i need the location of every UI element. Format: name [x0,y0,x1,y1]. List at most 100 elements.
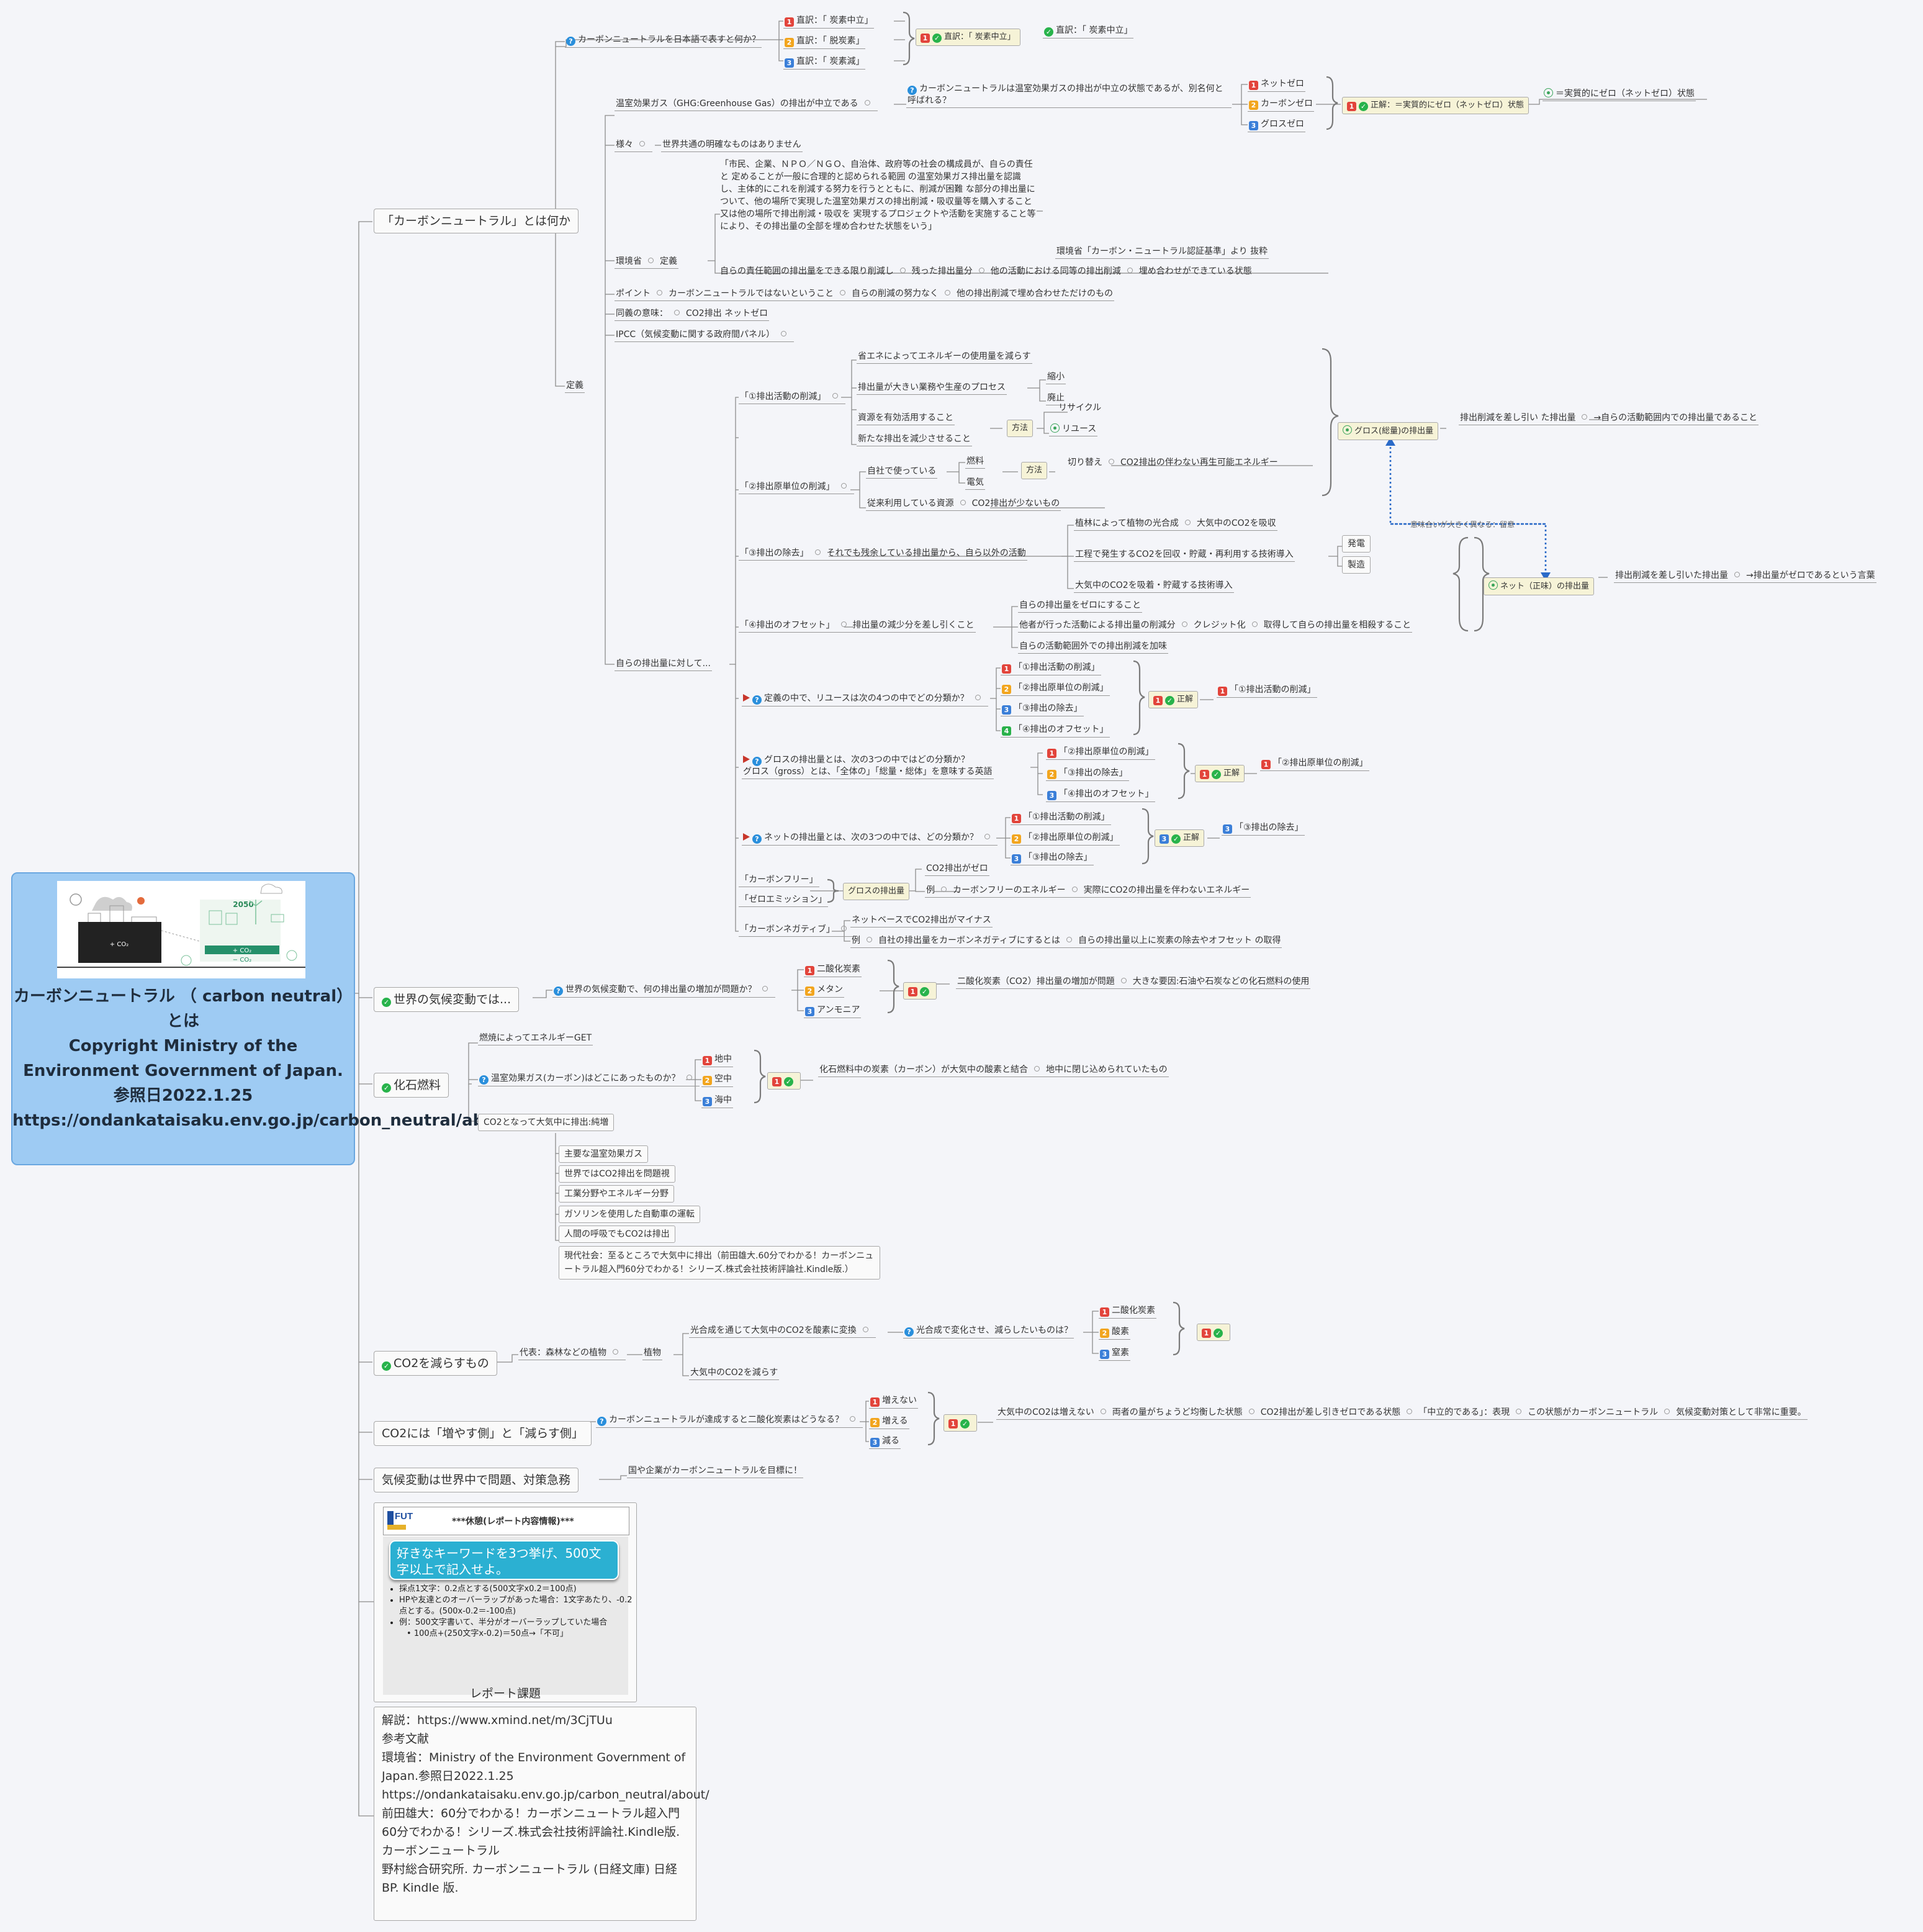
quiz-2[interactable]: ?グロスの排出量とは、次の3つの中ではどの分類か？ グロス（gross）とは、「… [742,754,994,779]
manufacture-node[interactable]: 製造 [1342,556,1371,574]
method-1b[interactable]: 排出量が大きい業務や生産のプロセス [857,382,1007,395]
q-other-name[interactable]: ?カーボンニュートラルは温室効果ガスの排出が中立の状態であるが、別名何と呼ばれる… [906,83,1232,108]
method-2[interactable]: 「②排出原単位の削減」 [739,481,854,494]
world-answer[interactable]: 二酸化炭素（CO2）排出量の増加が問題大きな要因:石油や石炭などの化石燃料の使用 [956,976,1311,989]
method-4b3[interactable]: 自らの活動範囲外での排出削減を加味 [1018,641,1168,654]
various-node[interactable]: 様々 [615,139,652,152]
branch-urgent[interactable]: 気候変動は世界中で問題、対策急務 [374,1468,579,1492]
collapse-dot[interactable] [867,937,872,942]
fossil-answer[interactable]: 化石燃料中の炭素（カーボン）が大気中の酸素と結合地中に閉じ込められていたもの [818,1064,1169,1077]
branch-what-is[interactable]: 「カーボンニュートラル」とは何か [374,209,579,233]
report-card[interactable]: FUT ***休憩(レポート内容情報)*** 好きなキーワードを3つ挙げ、500… [374,1502,637,1702]
negative-1[interactable]: ネットベースでCO2排出がマイナス [850,914,993,928]
example-node[interactable]: 例カーボンフリーのエネルギー実際にCO2の排出量を伴わないエネルギー [925,885,1251,898]
collapse-dot[interactable] [1248,1409,1254,1414]
answer-box[interactable]: 1✓正解：＝実質的にゼロ（ネットゼロ）状態 [1342,97,1529,114]
quiz-2-option-3[interactable]: 3「④排出のオフセット」 [1046,788,1155,802]
collapse-dot[interactable] [899,268,906,273]
collapse-dot[interactable] [864,100,870,106]
method-1c[interactable]: 資源を有効活用すること [857,412,955,425]
collapse-dot[interactable] [832,393,838,399]
definition-node[interactable]: 定義 [565,380,585,393]
quiz-2-option-2[interactable]: 2「③排出の除去」 [1046,767,1129,781]
answer-box[interactable]: 1✓ [903,982,937,1000]
answer-box[interactable]: 1✓ [1197,1324,1230,1341]
collapse-dot[interactable] [1251,621,1258,627]
branch-reduce[interactable]: ✓CO2を減らすもの [374,1351,497,1376]
fossil-emission[interactable]: CO2となって大気中に排出:純増 [478,1114,615,1131]
quiz-3-option-1[interactable]: 1「①排出活動の削減」 [1011,811,1111,825]
method-1d[interactable]: 新たな排出を減少させること [857,433,972,446]
collapse-dot[interactable] [840,483,847,489]
synonym-node[interactable]: 同義の意味：CO2排出 ネットゼロ [615,308,770,321]
collapse-dot[interactable] [1127,268,1133,273]
answer-box[interactable]: 1✓直訳：「 炭素中立」 [916,29,1020,46]
reduce-representative[interactable]: 代表：森林などの植物 [518,1347,626,1360]
method-1[interactable]: 「①排出活動の削減」 [739,391,845,404]
collapse-dot[interactable] [840,926,847,931]
collapse-dot[interactable] [941,887,947,892]
method-3b2[interactable]: 工程で発生するCO2を回収・貯蔵・再利用する技術導入 [1074,549,1295,562]
collapse-dot[interactable] [674,310,680,315]
collapse-dot[interactable] [960,500,966,505]
collapse-dot[interactable] [1734,572,1740,577]
carbon-negative-node[interactable]: 「カーボンネガティブ」 [739,924,854,937]
method-3b1[interactable]: 植林によって植物の光合成大気中のCO2を吸収 [1074,518,1277,531]
fossil-list-1[interactable]: 主要な温室効果ガス [559,1145,648,1163]
fossil-list-6[interactable]: 現代社会：至るところで大気中に排出（前田雄大.60分でわかる！カーボンニュートラ… [559,1246,880,1280]
collapse-dot[interactable] [1109,459,1114,464]
method-3[interactable]: 「③排出の除去」それでも残余している排出量から、自ら以外の活動 [739,548,1027,561]
quiz-3-option-3[interactable]: 3「③排出の除去」 [1011,852,1094,865]
moe-chain[interactable]: 自らの責任範囲の排出量をできる限り削減し残った排出量分他の活動における同等の排出… [720,266,1252,277]
fossil-list-4[interactable]: ガソリンを使用した自動車の運転 [559,1206,700,1223]
collapse-dot[interactable] [1034,1066,1040,1072]
method-1b-shrink[interactable]: 縮小 [1046,371,1066,384]
method-4[interactable]: 「④排出のオフセット」排出量の減少分を差し引くこと [739,620,976,633]
moe-node[interactable]: 環境省定義 [615,256,678,269]
sides-question[interactable]: ?カーボンニュートラルが達成すると二酸化炭素はどうなる？ [596,1414,863,1428]
collapse-dot[interactable] [1184,520,1191,525]
collapse-dot[interactable] [975,695,981,700]
answer-result[interactable]: 3「③排出の除去」 [1222,822,1305,836]
reduce-plant[interactable]: 植物 [642,1347,662,1360]
quiz-3[interactable]: ?ネットの排出量とは、次の3つの中では、どの分類か？ [742,832,998,846]
method-3b3[interactable]: 大気中のCO2を吸着・貯蔵する技術導入 [1074,580,1234,593]
method-4b1[interactable]: 自らの排出量をゼロにすること [1018,600,1143,613]
quiz-1-option-2[interactable]: 2「②排出原単位の削減」 [1001,682,1110,696]
quiz-2-option-1[interactable]: 1「②排出原単位の削減」 [1046,746,1155,760]
moe-source[interactable]: 環境省「カーボン・ニュートラル認証基準」より 抜粋 [1055,246,1269,259]
answer-result[interactable]: 1「①排出活動の削減」 [1217,684,1317,698]
gross-emission-tag[interactable]: グロスの排出量 [843,883,910,900]
own-emission-node[interactable]: 自らの排出量に対して... [615,658,712,671]
reduce-photosynthesis[interactable]: 光合成を通じて大気中のCO2を酸素に変換 [689,1325,876,1338]
electricity-node[interactable]: 電気 [965,477,985,490]
answer-result[interactable]: ＝実質的にゼロ（ネットゼロ）状態 [1542,88,1696,101]
power-node[interactable]: 発電 [1342,535,1371,553]
collapse-dot[interactable] [639,141,645,147]
answer-box[interactable]: 1✓ [767,1072,801,1090]
reuse-node[interactable]: リユース [1049,423,1098,436]
collapse-dot[interactable] [1516,1409,1522,1414]
no-common-node[interactable]: 世界共通の明確なものはありません [661,139,803,152]
fossil-energy[interactable]: 燃焼によってエネルギーGET [478,1032,593,1045]
collapse-dot[interactable] [862,1327,868,1332]
collapse-dot[interactable] [762,986,768,991]
quiz-1[interactable]: ?定義の中で、リユースは次の4つの中でどの分類か？ [742,693,988,706]
collapse-dot[interactable] [1100,1409,1106,1414]
answer-box[interactable]: 1✓正解 [1148,691,1199,708]
collapse-dot[interactable] [978,268,984,273]
